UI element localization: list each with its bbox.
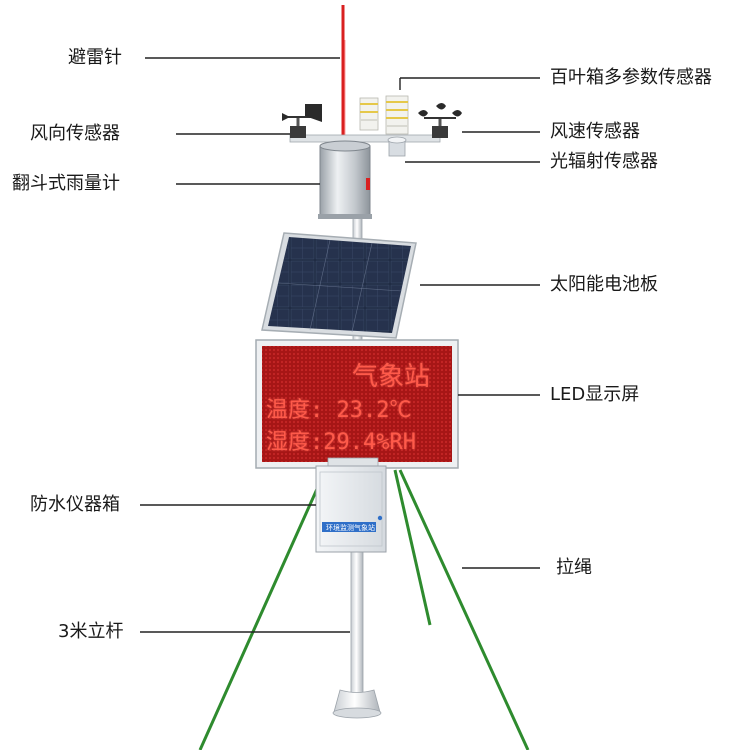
lightning-rod: [343, 5, 345, 150]
led-humidity: 湿度:29.4%RH: [266, 424, 416, 456]
solar-panel: [262, 233, 416, 338]
label-instrument-box: 防水仪器箱: [30, 494, 120, 516]
wind-vane: [282, 104, 322, 138]
led-title: 气象站: [352, 356, 430, 393]
label-guy-wire: 拉绳: [556, 557, 592, 579]
instrument-box-tag: 环境监测气象站: [326, 523, 375, 533]
guy-wire-left: [200, 460, 330, 750]
label-lightning-rod: 避雷针: [68, 47, 122, 69]
label-led-display: LED显示屏: [550, 384, 639, 406]
radiation-sensor: [388, 137, 406, 156]
louver-box-sensor: [360, 96, 408, 134]
label-rain-gauge: 翻斗式雨量计: [12, 173, 120, 195]
label-wind-direction-sensor: 风向传感器: [30, 123, 120, 145]
rain-gauge: [318, 141, 372, 219]
label-radiation-sensor: 光辐射传感器: [550, 151, 658, 173]
label-pole: 3米立杆: [58, 621, 123, 643]
anemometer: [418, 103, 462, 138]
led-temperature: 温度: 23.2℃: [266, 392, 411, 424]
label-louver-box-sensor: 百叶箱多参数传感器: [550, 67, 712, 89]
instrument-box: [316, 458, 386, 552]
guy-wire-right: [400, 470, 528, 750]
guy-wire-mid: [395, 470, 430, 625]
label-solar-panel: 太阳能电池板: [550, 274, 658, 296]
label-wind-speed-sensor: 风速传感器: [550, 121, 640, 143]
cross-arm: [290, 135, 440, 142]
